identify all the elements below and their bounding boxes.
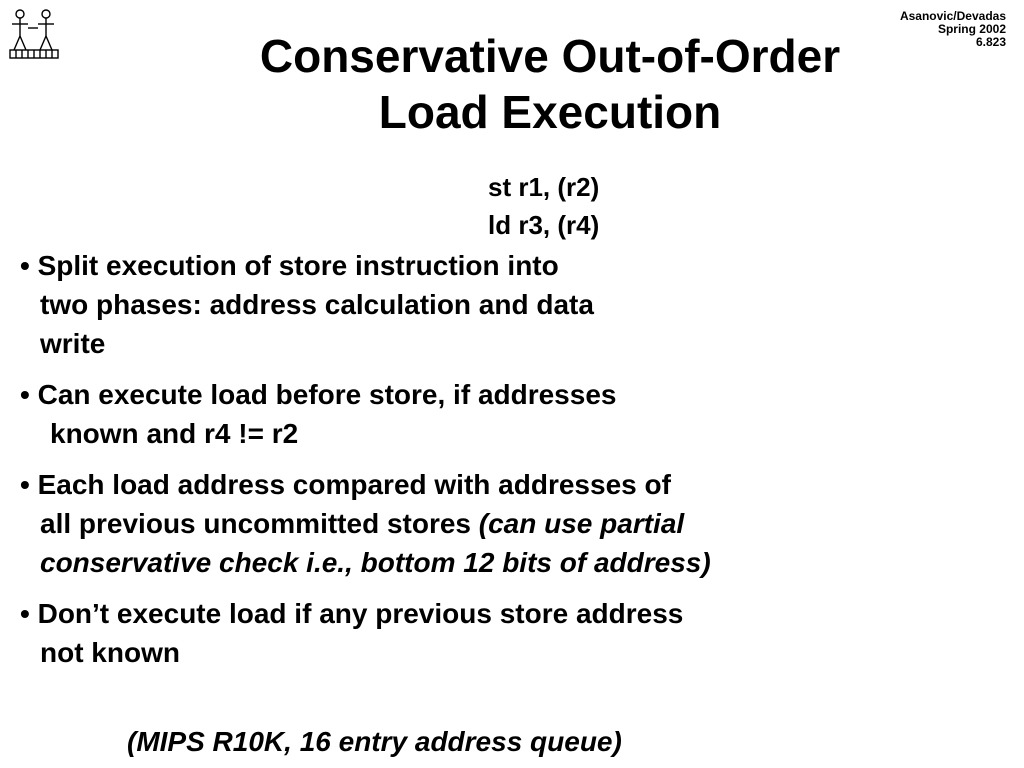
slide-title: Conservative Out-of-Order Load Execution: [120, 28, 980, 140]
bullet-item-split-store: • Split execution of store instruction i…: [20, 246, 920, 363]
bullet-line: write: [40, 328, 106, 359]
bullet-item-unknown-store-address: • Don’t execute load if any previous sto…: [20, 594, 920, 672]
bullet-text: Don’t execute load if any previous store…: [37, 598, 684, 629]
bullet-text: Split execution of store instruction int…: [37, 250, 559, 281]
course-number-text: 6.823: [975, 35, 1006, 49]
code-line-load: ld r3, (r4): [488, 210, 600, 240]
header-meta: Asanovic/Devadas Spring 2002 6.823: [900, 10, 1006, 49]
bullet-line: • Can execute load before store, if addr…: [20, 375, 920, 414]
bullet-glyph: •: [20, 469, 30, 500]
bullet-line: • Split execution of store instruction i…: [20, 246, 920, 285]
authors-text: Asanovic/Devadas: [899, 9, 1006, 23]
bullet-line: conservative check i.e., bottom 12 bits …: [40, 547, 711, 578]
code-example: st r1, (r2) ld r3, (r4): [488, 168, 599, 244]
bullet-line: • Don’t execute load if any previous sto…: [20, 594, 920, 633]
bullet-line: • Each load address compared with addres…: [20, 465, 920, 504]
bullet-item-load-before-store: • Can execute load before store, if addr…: [20, 375, 920, 453]
code-line-store: st r1, (r2): [488, 172, 600, 202]
footnote: (MIPS R10K, 16 entry address queue): [127, 726, 622, 757]
bullet-line: known and r4 != r2: [50, 418, 299, 449]
bullet-item-address-compare: • Each load address compared with addres…: [20, 465, 920, 582]
mit-logo-icon: [9, 9, 59, 59]
bullet-list: • Split execution of store instruction i…: [20, 246, 920, 684]
term-text: Spring 2002: [937, 22, 1006, 36]
bullet-glyph: •: [20, 598, 30, 629]
bullet-text: Each load address compared with addresse…: [37, 469, 671, 500]
bullet-text: all previous uncommitted stores: [40, 508, 479, 539]
slide-title-line-1: Conservative Out-of-Order: [259, 30, 841, 82]
bullet-glyph: •: [20, 379, 30, 410]
bullet-text-italic: (can use partial: [478, 508, 685, 539]
bullet-line: two phases: address calculation and data: [40, 289, 594, 320]
bullet-glyph: •: [20, 250, 30, 281]
slide-title-line-2: Load Execution: [378, 86, 722, 138]
bullet-text: Can execute load before store, if addres…: [37, 379, 617, 410]
bullet-line: not known: [40, 637, 180, 668]
bullet-line: all previous uncommitted stores (can use…: [20, 504, 920, 543]
